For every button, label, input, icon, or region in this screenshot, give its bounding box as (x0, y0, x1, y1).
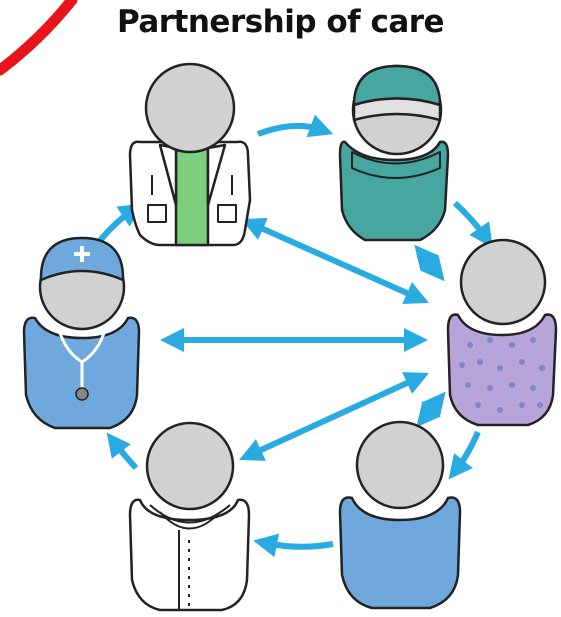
doctor-white-coat-icon (128, 62, 252, 247)
arrow-surgeon-to-patient (452, 200, 493, 248)
surgeon-scrubs-icon (338, 64, 450, 242)
buttoned-shirt-carer-icon (128, 421, 251, 612)
arrow-patient-staff-short (416, 391, 446, 428)
arrow-doctor-patient (241, 217, 429, 305)
diagram-title: Partnership of care (116, 4, 445, 40)
arrow-nurse-to-doctor (95, 203, 143, 245)
arrow-carer-patient (239, 372, 429, 461)
patient-gown-icon (446, 238, 558, 427)
red-corner-mark-icon (0, 0, 78, 76)
arrows (95, 114, 493, 558)
blue-tunic-staff-icon (338, 420, 462, 610)
arrow-staff-to-carer (253, 533, 334, 558)
arrow-patient-to-staff (448, 430, 481, 480)
nurse-stethoscope-icon (22, 236, 141, 430)
arrow-doctor-to-surgeon (256, 114, 334, 138)
arrow-surgeon-patient-short (414, 244, 445, 282)
arrow-carer-to-nurse (106, 432, 139, 471)
